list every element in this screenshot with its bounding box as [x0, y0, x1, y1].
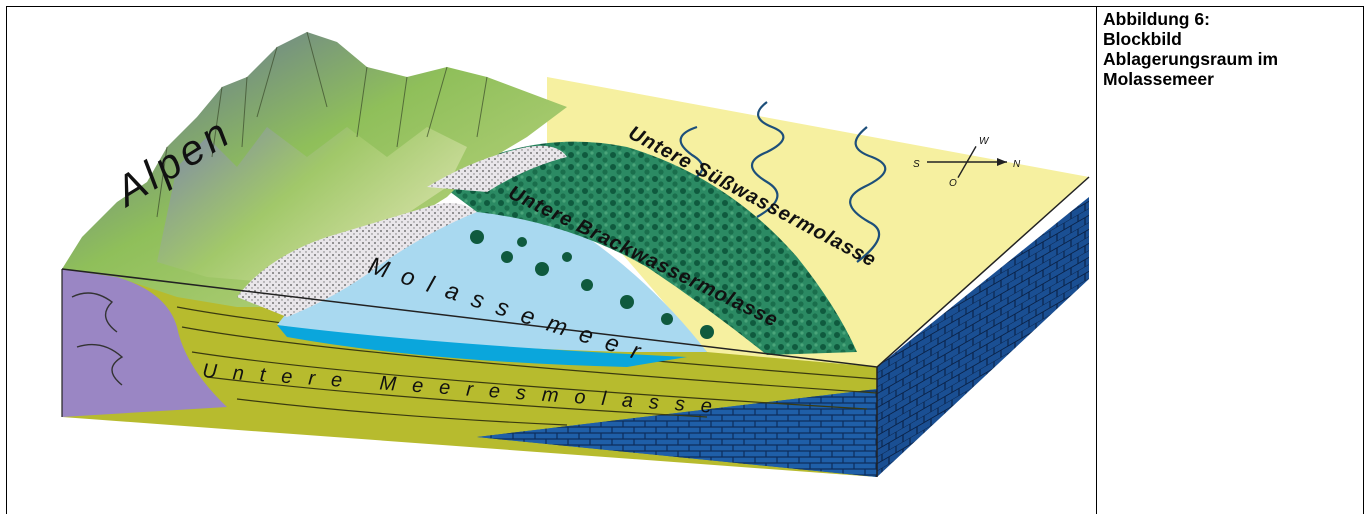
block-diagram: Alpen Untere Süßwassermolasse Untere Bra… — [61, 31, 1090, 477]
compass-rose: N S W O — [913, 136, 1021, 189]
caption-line-4: Molassemeer — [1103, 69, 1214, 89]
figure-cell: Alpen Untere Süßwassermolasse Untere Bra… — [7, 7, 1097, 514]
alps-core — [62, 269, 227, 417]
gravel-fans — [237, 203, 477, 317]
block-side-face — [877, 197, 1089, 477]
caption-line-1: Abbildung 6: — [1103, 9, 1210, 29]
caption-line-2: Blockbild — [1103, 29, 1182, 49]
compass-s: S — [913, 159, 920, 170]
brackwasser-zone — [437, 141, 857, 355]
caption-cell: Abbildung 6: Blockbild Ablagerungsraum i… — [1097, 7, 1363, 514]
freshwater-plain — [547, 77, 1089, 367]
compass-n: N — [1013, 159, 1021, 170]
compass-w: W — [979, 136, 990, 147]
compass-o: O — [949, 178, 957, 189]
figure-caption: Abbildung 6: Blockbild Ablagerungsraum i… — [1103, 9, 1357, 89]
caption-line-3: Ablagerungsraum im — [1103, 49, 1279, 69]
document-table: Alpen Untere Süßwassermolasse Untere Bra… — [6, 6, 1364, 514]
